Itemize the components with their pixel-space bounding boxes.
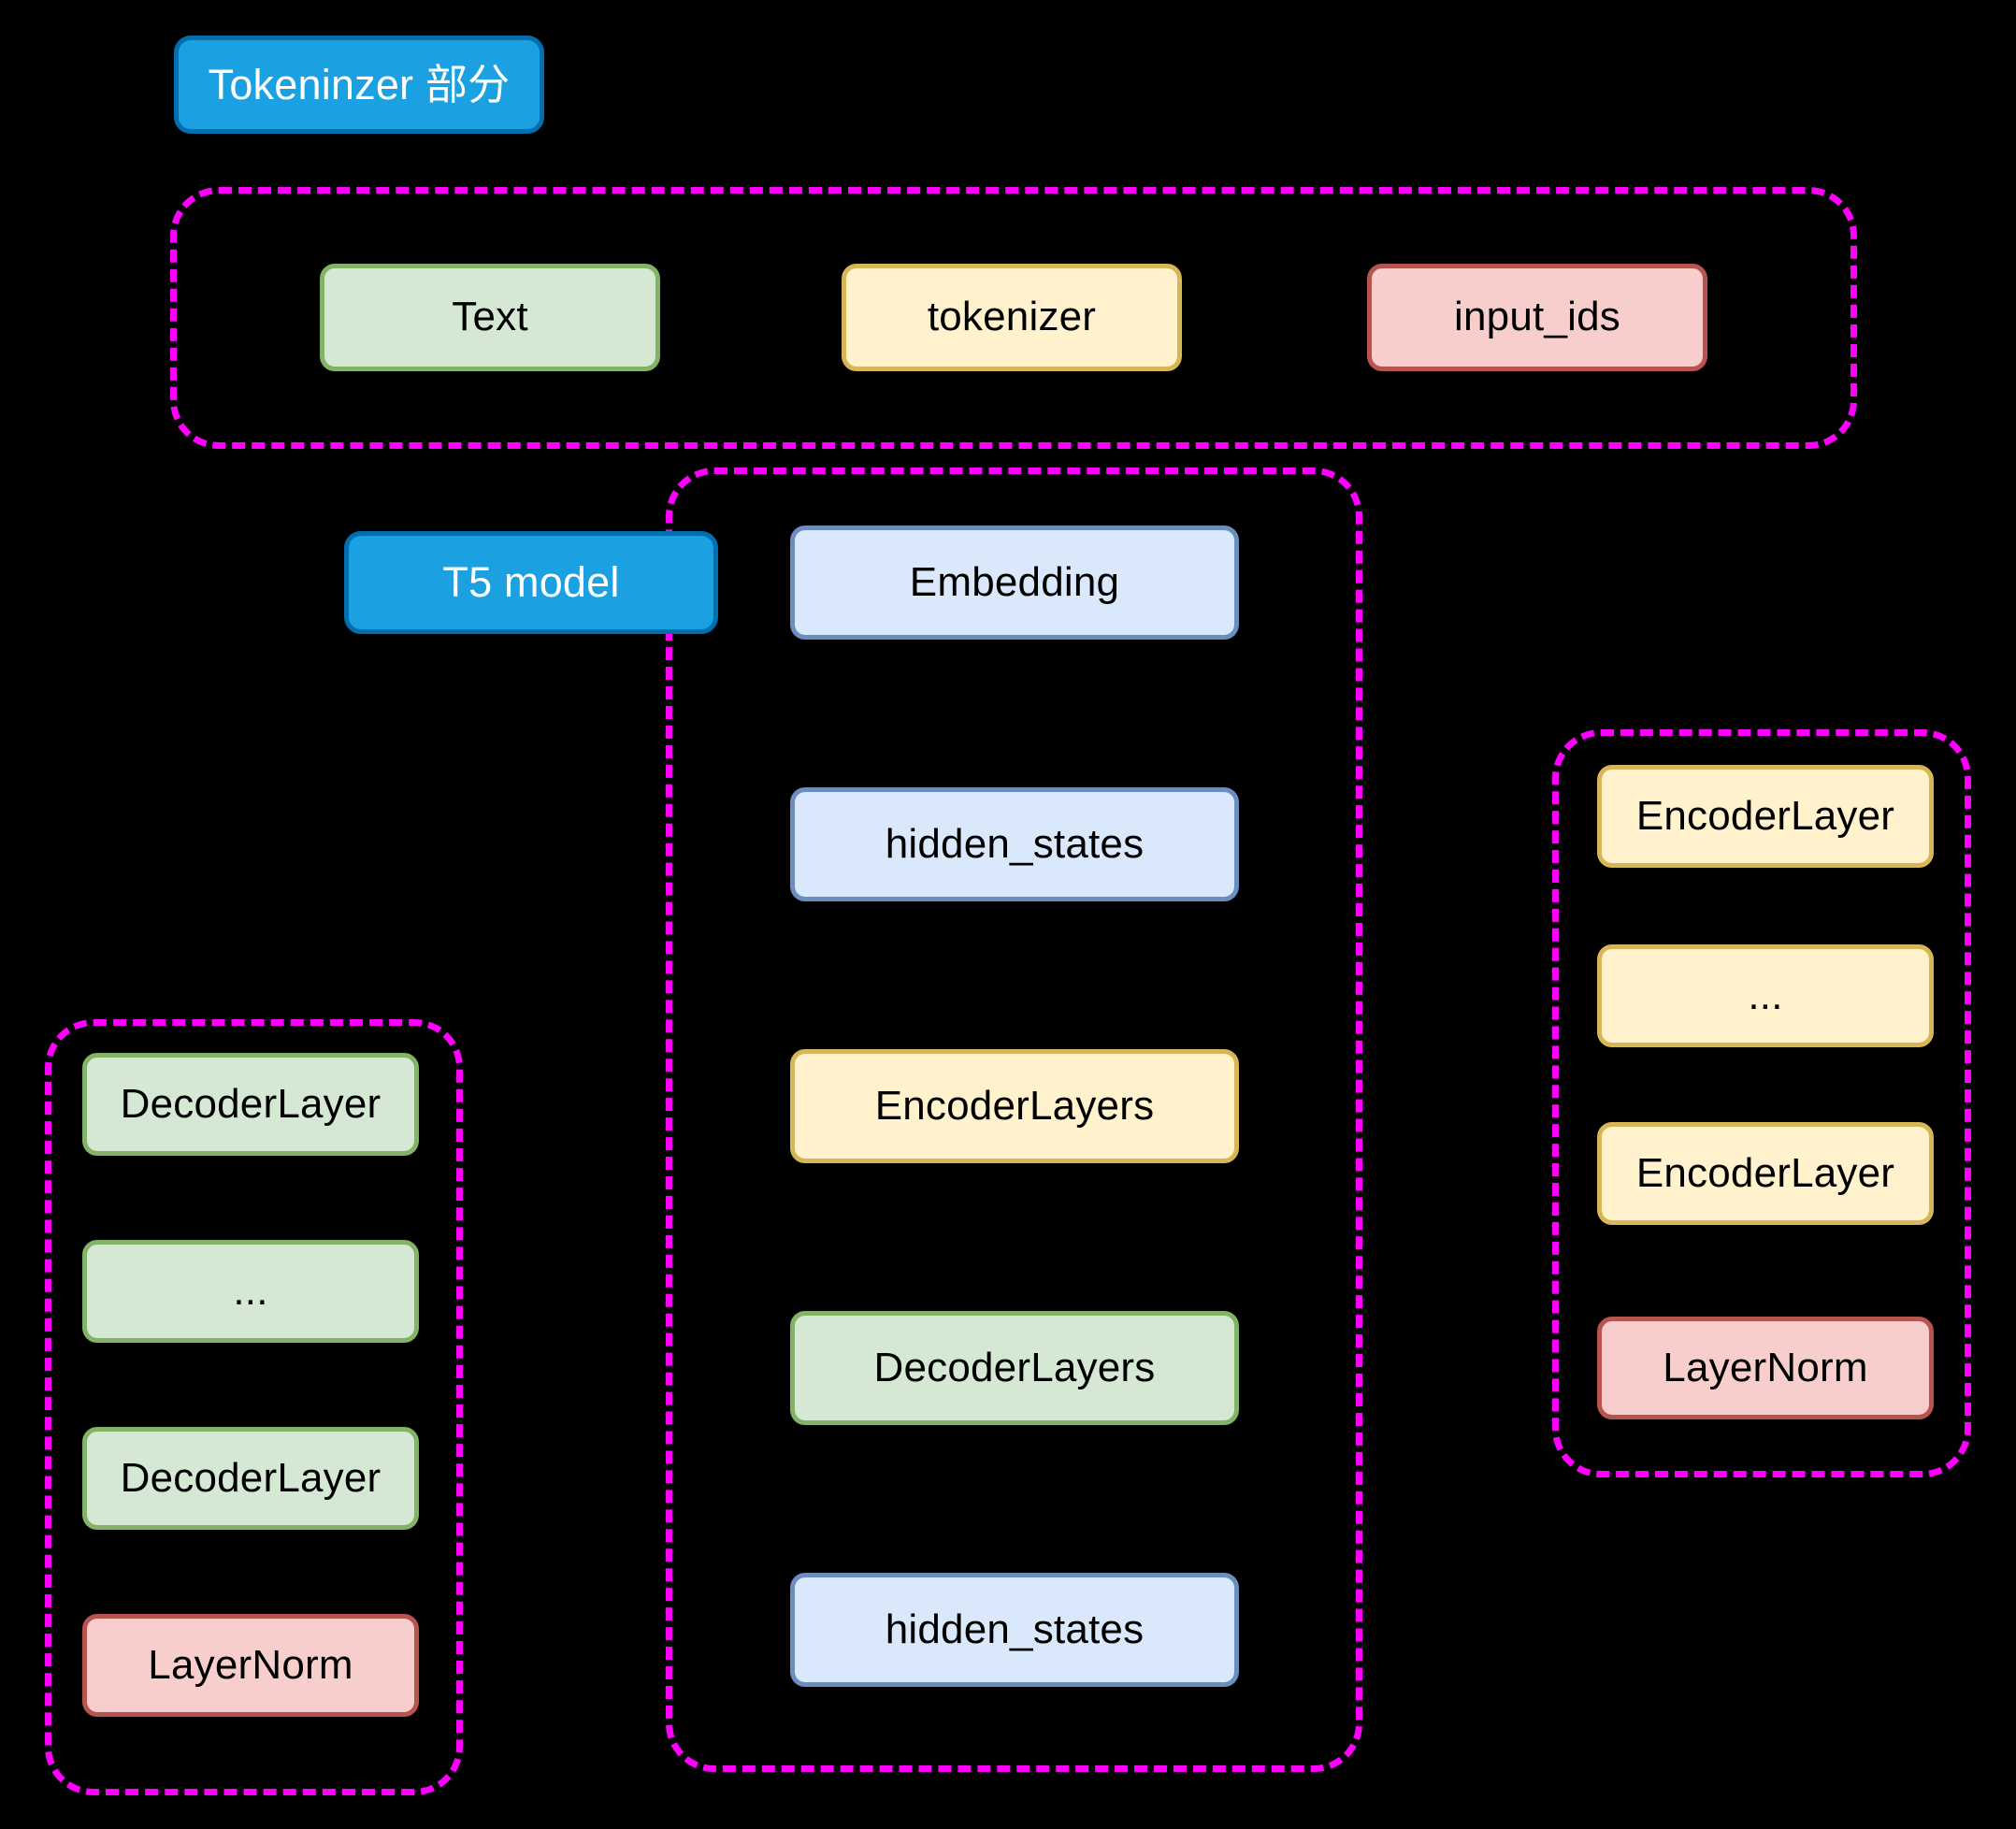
- group-t5-model-section: [666, 468, 1362, 1772]
- node-decoder-layernorm: LayerNorm: [82, 1614, 419, 1717]
- node-encoder-layers: EncoderLayers: [790, 1049, 1239, 1163]
- node-embedding: Embedding: [790, 526, 1239, 640]
- node-encoder-layernorm: LayerNorm: [1597, 1317, 1934, 1419]
- group-tokenizer-section: [170, 187, 1857, 449]
- node-input-ids: input_ids: [1367, 264, 1707, 371]
- node-hidden-states-input: hidden_states: [790, 787, 1239, 901]
- node-encoder-layer-first: EncoderLayer: [1597, 765, 1934, 868]
- node-hidden-states-output: hidden_states: [790, 1573, 1239, 1687]
- title-t5-model: T5 model: [344, 531, 718, 634]
- node-encoder-layer-last: EncoderLayer: [1597, 1122, 1934, 1225]
- node-encoder-layer-ellipsis: ...: [1597, 944, 1934, 1047]
- group-decoder-layer-stack: [45, 1019, 463, 1795]
- node-text: Text: [320, 264, 660, 371]
- node-tokenizer: tokenizer: [842, 264, 1182, 371]
- node-decoder-layer-first: DecoderLayer: [82, 1053, 419, 1156]
- node-decoder-layer-ellipsis: ...: [82, 1240, 419, 1343]
- title-tokenizer-section: Tokeninzer 部分: [174, 36, 544, 134]
- group-encoder-layer-stack: [1552, 729, 1971, 1477]
- node-decoder-layers: DecoderLayers: [790, 1311, 1239, 1425]
- node-decoder-layer-last: DecoderLayer: [82, 1427, 419, 1530]
